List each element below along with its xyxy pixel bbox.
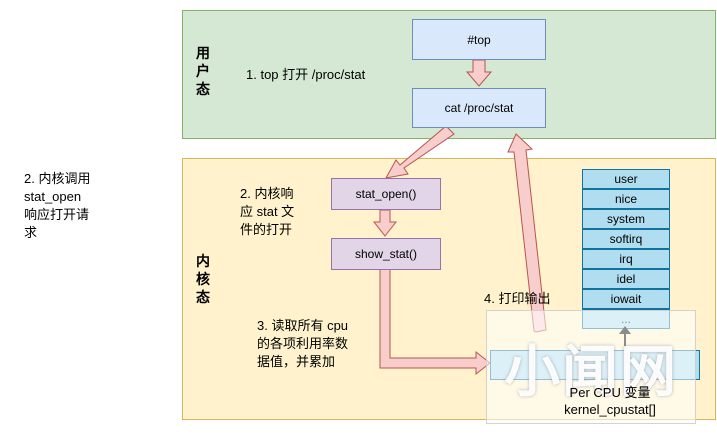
step3-note: 3. 读取所有 cpu 的各项利用率数 据值，并累加 <box>257 317 348 371</box>
percpu-label-line: kernel_cpustat[] <box>564 402 656 417</box>
step3-line: 3. 读取所有 cpu <box>257 318 349 333</box>
cat-proc-stat-box: cat /proc/stat <box>412 88 546 128</box>
arrow-cat-to-stat-open <box>385 125 455 179</box>
arrow-percpu-to-cat <box>507 133 547 333</box>
show-stat-box: show_stat() <box>331 238 441 270</box>
step2-note: 2. 内核响 应 stat 文 件的打开 <box>240 185 294 239</box>
percpu-field-nice: nice <box>582 189 670 209</box>
step4-note: 4. 打印输出 <box>484 291 551 306</box>
percpu-label-line: Per CPU 变量 <box>569 385 651 400</box>
left-step2-line: 求 <box>24 225 38 240</box>
percpu-field-irq: irq <box>582 249 670 269</box>
arrow-show-stat-to-percpu <box>379 267 491 376</box>
arrow-stat-open-to-show-stat <box>372 209 398 237</box>
left-step2-note: 2. 内核调用 stat_open 响应打开请 求 <box>24 170 90 242</box>
left-step2-line: stat_open <box>24 189 82 204</box>
percpu-field-user: user <box>582 169 670 189</box>
percpu-variable-label: Per CPU 变量 kernel_cpustat[] <box>520 384 700 418</box>
step2-line: 2. 内核响 <box>240 186 294 201</box>
top-command-box: #top <box>412 19 546 60</box>
arrow-top-to-cat <box>465 59 493 87</box>
percpu-field-idel: idel <box>582 269 670 289</box>
left-step2-line: 2. 内核调用 <box>24 171 91 186</box>
percpu-field-system: system <box>582 209 670 229</box>
step1-note: 1. top 打开 /proc/stat <box>246 67 366 82</box>
watermark: 小闻网 <box>486 310 696 424</box>
watermark-text: 小闻网 <box>504 339 678 403</box>
percpu-field-iowait: iowait <box>582 289 670 309</box>
step3-line: 的各项利用率数 <box>257 336 349 351</box>
user-space-label: 用户态 <box>196 45 210 97</box>
step2-line: 应 stat 文 <box>240 204 295 219</box>
percpu-field-softirq: softirq <box>582 229 670 249</box>
left-step2-line: 响应打开请 <box>24 207 90 222</box>
kernel-space-label: 内核态 <box>196 253 210 305</box>
step2-line: 件的打开 <box>240 222 293 237</box>
step3-line: 据值，并累加 <box>257 354 336 369</box>
stat-open-box: stat_open() <box>331 178 441 210</box>
